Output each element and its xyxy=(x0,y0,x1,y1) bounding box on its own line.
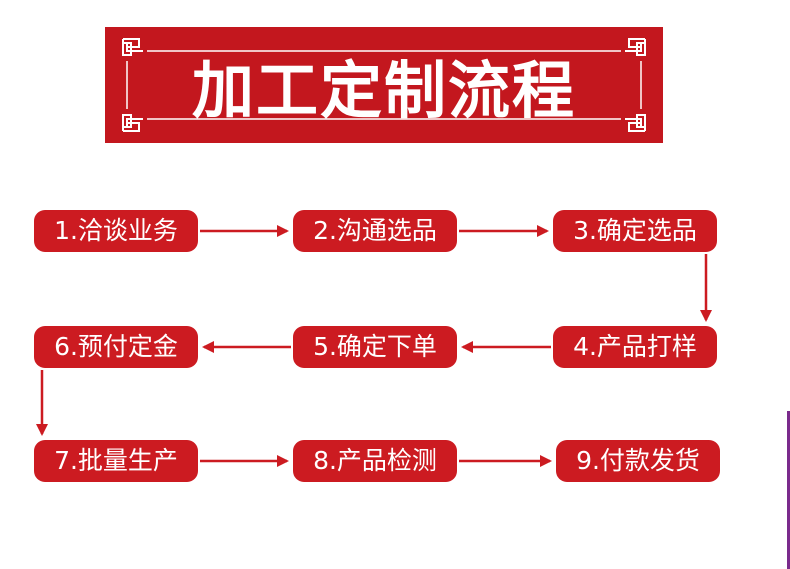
step-5-box: 5.确定下单 xyxy=(293,326,457,368)
step-9-box: 9.付款发货 xyxy=(556,440,720,482)
title-banner: 加工定制流程 xyxy=(105,27,663,143)
side-divider-line xyxy=(787,411,790,569)
step-8-box: 8.产品检测 xyxy=(293,440,457,482)
step-7-box: 7.批量生产 xyxy=(34,440,198,482)
step-2-box: 2.沟通选品 xyxy=(293,210,457,252)
step-3-box: 3.确定选品 xyxy=(553,210,717,252)
step-6-box: 6.预付定金 xyxy=(34,326,198,368)
step-4-box: 4.产品打样 xyxy=(553,326,717,368)
banner-frame xyxy=(122,38,646,132)
page-title: 加工定制流程 xyxy=(191,54,576,127)
step-1-box: 1.洽谈业务 xyxy=(34,210,198,252)
